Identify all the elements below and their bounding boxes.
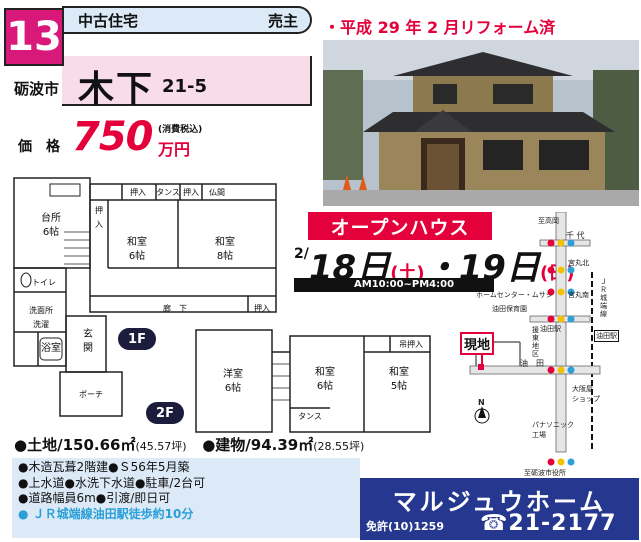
floor-tag-1f: 1F: [118, 328, 156, 350]
room-2f-youshitsu-label: 洋室 6帖: [223, 369, 243, 394]
location-map: 至高岡 千 代 宮丸北 ホームセンター・ムサシ 宮丸南 油田保育園 油田駅 援 …: [440, 212, 640, 478]
room-entrance: 玄 関: [83, 329, 93, 354]
map-roads: [469, 212, 601, 466]
room-tansu-1: タンス: [156, 188, 180, 197]
spec-line-3: ●道路幅員6m●引渡/即日可: [18, 491, 171, 505]
spec-line-2: ●上水道●水洗下水道●駐車/2台可: [18, 475, 206, 490]
phone-number: 21-2177: [508, 511, 617, 536]
building-tsubo: (28.55坪): [313, 440, 365, 453]
map-label-miyamaru-north: 宮丸北: [568, 259, 589, 267]
land-value: 150.66㎡: [62, 436, 136, 454]
room-2f-washitsu-6: 和室 6帖: [300, 366, 350, 394]
map-label-district: 援 東 地 区: [532, 326, 539, 358]
house-photo: [323, 40, 639, 206]
map-label-chiyo: 千 代: [566, 231, 585, 240]
house-illustration: [323, 40, 639, 206]
room-oshiire-3: 押 入: [95, 206, 103, 229]
map-label-home-center: ホームセンター・ムサシ: [476, 291, 553, 299]
company-box: マルジュウホーム 免許(10)1259 ☎21-2177: [360, 478, 639, 540]
north-arrow-icon: N: [478, 398, 485, 407]
room-toilet: トイレ: [32, 278, 56, 287]
city-name: 砺波市: [14, 80, 60, 98]
map-label-miyamaru-south: 宮丸南: [568, 291, 589, 299]
price-unit: 万円: [158, 140, 191, 159]
area-summary: ●土地/150.66㎡(45.57坪) ●建物/94.39㎡(28.55坪): [14, 434, 364, 455]
map-label-site: 現地: [460, 332, 495, 355]
district-name: 木下: [78, 69, 155, 110]
room-washitsu-6: 和室 6帖: [112, 236, 162, 264]
building-label: ●建物/: [202, 436, 251, 454]
land-label: ●土地/: [14, 436, 63, 454]
map-label-station-crossing: 油田駅: [540, 325, 561, 333]
room-washitsu-6-label: 和室 6帖: [127, 237, 147, 262]
lot-number: 21-5: [162, 76, 208, 97]
room-2f-washitsu-5-label: 和室 5帖: [389, 367, 409, 392]
room-2f-washitsu-6-label: 和室 6帖: [315, 367, 335, 392]
property-type: 中古住宅: [78, 11, 139, 30]
room-2f-washitsu-5: 和室 5帖: [374, 366, 424, 394]
room-oshiire-4: 押入: [254, 304, 270, 313]
property-type-bar: 中古住宅 売主: [62, 6, 312, 34]
floor-tag-2f: 2F: [146, 402, 184, 424]
room-washitsu-8-label: 和室 8帖: [215, 237, 235, 262]
floor-plans: 台所 6帖 和室 6帖 和室 8帖 押入 タンス 押入 仏間 押 入 トイレ 洗…: [0, 172, 440, 442]
room-washroom: 洗面所 洗濯: [29, 306, 53, 329]
room-2f-oshiire: 吊押入: [399, 340, 423, 349]
land-tsubo: (45.57坪): [135, 440, 187, 453]
room-oshiire-1: 押入: [130, 188, 146, 197]
map-label-aburada-station: 油田駅: [594, 330, 619, 342]
transaction-type: 売主: [267, 11, 298, 30]
room-washitsu-8: 和室 8帖: [200, 236, 250, 264]
spec-access: ● ＪＲ城端線油田駅徒歩約10分: [18, 506, 194, 521]
open-house-time: AM10:00~PM4:00: [294, 278, 494, 292]
price-label: 価格: [18, 139, 74, 155]
room-butsuma: 仏間: [209, 188, 225, 197]
reform-note: ・平成 29 年 2 月リフォーム済: [324, 18, 556, 37]
map-label-jr-line: ＪＲ城端線: [600, 278, 607, 318]
room-porch: ポーチ: [79, 390, 103, 399]
map-label-osaka-shop: 大阪屋 ショップ: [572, 385, 600, 403]
address-bar: [62, 56, 312, 106]
room-oshiire-2: 押入: [183, 188, 199, 197]
room-kitchen: 台所 6帖: [26, 212, 76, 240]
building-value: 94.39㎡: [250, 436, 314, 454]
room-kitchen-label: 台所 6帖: [41, 213, 61, 238]
map-label-top: 至高岡: [538, 217, 559, 225]
phone-number-block[interactable]: ☎21-2177: [480, 511, 616, 536]
phone-icon: ☎: [480, 511, 509, 536]
room-corridor: 廊 下: [163, 304, 187, 313]
listing-number: 13: [4, 8, 64, 66]
price-tax-note: (消費税込): [158, 125, 203, 135]
map-label-nursery: 油田保育園: [492, 305, 527, 313]
map-label-aburada: 油 田: [520, 359, 544, 368]
price-value: 750: [72, 114, 153, 160]
open-house-month: 2/: [294, 246, 309, 262]
specs-box: ●木造瓦葺2階建●Ｓ56年5月築 ●上水道●水洗下水道●駐車/2台可 ●道路幅員…: [12, 458, 360, 538]
map-label-bottom: 至砺波市役所: [524, 469, 566, 477]
map-label-panasonic: パナソニック 工場: [532, 421, 574, 439]
room-bath: 浴室: [41, 343, 61, 354]
spec-line-1: ●木造瓦葺2階建●Ｓ56年5月築: [18, 460, 190, 474]
room-2f-tansu: タンス: [298, 412, 322, 421]
floor-plan-lines: [13, 177, 431, 433]
license-number: 免許(10)1259: [366, 520, 444, 533]
company-name: マルジュウホーム: [392, 488, 607, 516]
room-2f-youshitsu: 洋室 6帖: [208, 368, 258, 396]
open-house-title: オープンハウス: [308, 212, 492, 240]
